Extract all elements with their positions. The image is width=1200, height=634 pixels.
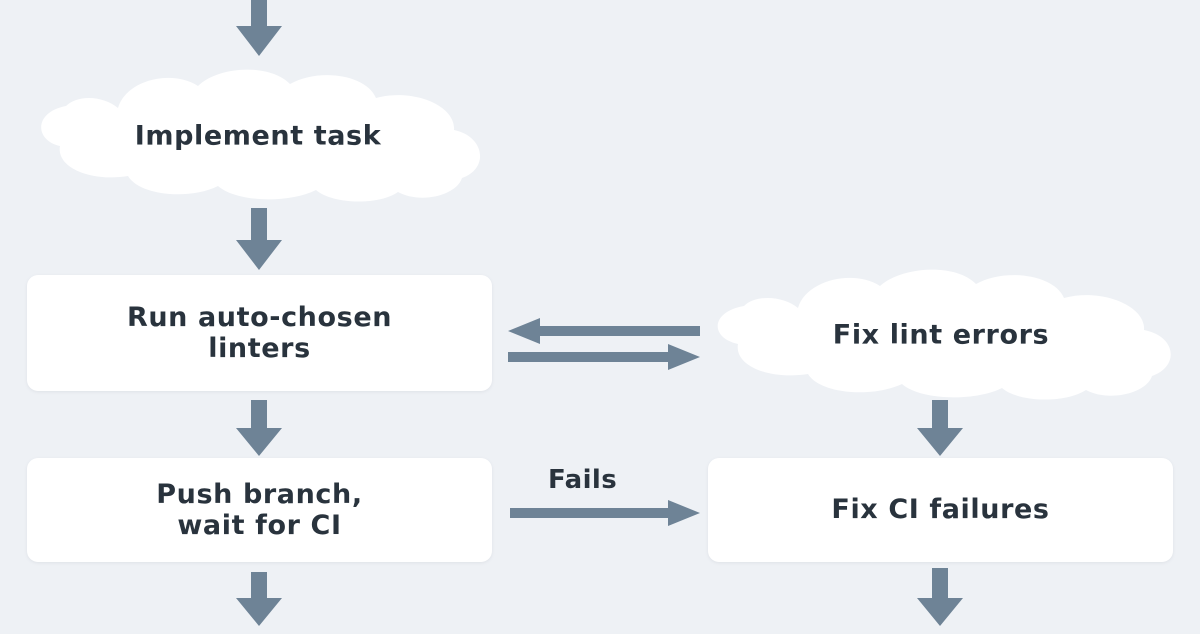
- arrow-push-to-fix-ci: [510, 500, 700, 526]
- node-run-linters-label: Run auto-chosen linters: [126, 301, 393, 364]
- arrow-implement-to-linters: [236, 208, 282, 272]
- node-fix-lint-errors-label: Fix lint errors: [832, 319, 1050, 351]
- arrow-into-implement-task: [236, 0, 282, 60]
- node-fix-ci-failures[interactable]: Fix CI failures: [708, 458, 1173, 562]
- node-run-linters[interactable]: Run auto-chosen linters: [27, 275, 492, 391]
- node-implement-task-label: Implement task: [134, 120, 382, 152]
- node-fix-ci-failures-label: Fix CI failures: [831, 494, 1050, 526]
- edge-label-fails: Fails: [548, 465, 618, 495]
- arrow-fix-lint-to-linters: [508, 318, 700, 344]
- node-push-branch[interactable]: Push branch, wait for CI: [27, 458, 492, 562]
- arrow-fix-lint-errors-down: [917, 400, 963, 458]
- arrow-push-branch-down: [236, 572, 282, 634]
- arrow-linters-to-fix-lint: [508, 344, 700, 370]
- cloud-shape: [41, 69, 481, 202]
- node-implement-task[interactable]: Implement task: [22, 68, 494, 204]
- arrow-fix-ci-failures-down: [917, 568, 963, 634]
- cloud-shape: [717, 269, 1171, 400]
- node-fix-lint-errors[interactable]: Fix lint errors: [698, 268, 1184, 402]
- arrow-linters-to-push: [236, 400, 282, 458]
- node-push-branch-label: Push branch, wait for CI: [156, 478, 363, 541]
